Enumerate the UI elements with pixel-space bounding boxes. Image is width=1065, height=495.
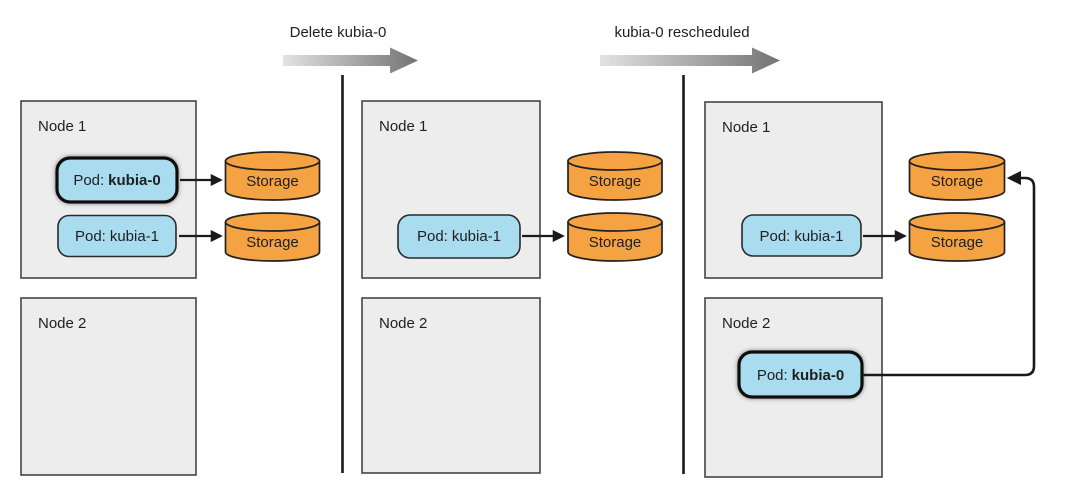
node2-box bbox=[20, 297, 197, 476]
storage-top bbox=[908, 151, 1006, 171]
transition-rescheduled-arrow-icon bbox=[600, 47, 780, 74]
transition-rescheduled-label: kubia-0 rescheduled bbox=[614, 24, 749, 41]
storage-label: Storage bbox=[931, 234, 984, 251]
node1-label: Node 1 bbox=[722, 119, 770, 136]
storage-body bbox=[908, 222, 1006, 262]
storage-body bbox=[908, 161, 1006, 201]
pod-kubia-1-box bbox=[741, 214, 862, 257]
storage-body bbox=[567, 161, 663, 201]
transition-delete-arrow-icon bbox=[283, 47, 418, 74]
storage-label: Storage bbox=[589, 173, 642, 190]
storage-top bbox=[224, 212, 321, 232]
transition-delete-label: Delete kubia-0 bbox=[290, 24, 387, 41]
pod-kubia-1-label: Pod:kubia-1 bbox=[417, 228, 501, 245]
storage-cylinder: Storage bbox=[908, 212, 1006, 262]
storage-top bbox=[908, 212, 1006, 232]
panel-initial: Node 1 Node 2 Pod:kubia-0 Pod:kubia-1 St… bbox=[20, 100, 321, 476]
storage-body bbox=[567, 222, 663, 262]
storage-label: Storage bbox=[246, 234, 299, 251]
node2-label: Node 2 bbox=[379, 315, 427, 332]
node1-label: Node 1 bbox=[38, 118, 86, 135]
storage-cylinder: Storage bbox=[908, 151, 1006, 201]
node2-box bbox=[361, 297, 541, 474]
pod-kubia-1-label: Pod:kubia-1 bbox=[759, 228, 843, 245]
storage-label: Storage bbox=[589, 234, 642, 251]
pod-kubia-0-box bbox=[55, 156, 179, 204]
storage-label: Storage bbox=[931, 173, 984, 190]
storage-body bbox=[224, 161, 321, 201]
node1-label: Node 1 bbox=[379, 118, 427, 135]
storage-label: Storage bbox=[246, 173, 299, 190]
panel-after-delete: Node 1 Node 2 Pod:kubia-1 Storage Storag… bbox=[361, 100, 663, 474]
transition-rescheduled: kubia-0 rescheduled bbox=[600, 24, 780, 74]
storage-cylinder: Storage bbox=[567, 212, 663, 262]
panel-rescheduled: Node 1 Node 2 Pod:kubia-1 Pod:kubia-0 St… bbox=[704, 101, 1036, 478]
pod0-reattach-storage-arrow bbox=[862, 170, 1036, 377]
storage-cylinder: Storage bbox=[224, 151, 321, 201]
storage-cylinder: Storage bbox=[567, 151, 663, 201]
storage-top bbox=[567, 212, 663, 232]
storage-top bbox=[224, 151, 321, 171]
pod-kubia-0-label: Pod:kubia-0 bbox=[757, 367, 844, 384]
storage-top bbox=[567, 151, 663, 171]
storage-cylinder: Storage bbox=[224, 212, 321, 262]
node2-label: Node 2 bbox=[722, 315, 770, 332]
transition-delete-kubia-0: Delete kubia-0 bbox=[283, 24, 418, 74]
storage-body bbox=[224, 222, 321, 262]
pod-kubia-1-box bbox=[57, 214, 177, 258]
pod-kubia-1-label: Pod:kubia-1 bbox=[75, 228, 159, 245]
node2-label: Node 2 bbox=[38, 315, 86, 332]
pod-kubia-1-box bbox=[397, 214, 521, 259]
pod-kubia-0-label: Pod:kubia-0 bbox=[73, 172, 160, 189]
